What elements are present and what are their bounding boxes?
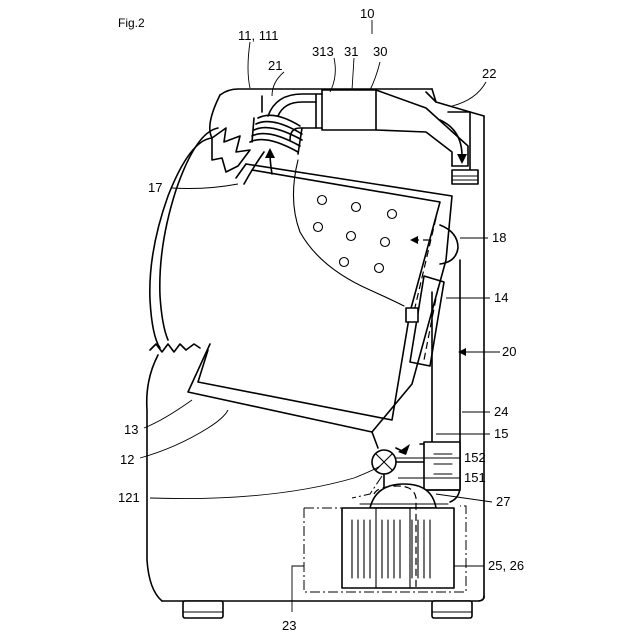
- reference-labels: 10 11, 111 313 31 30 21 22 17 18 14 20 2…: [118, 6, 524, 633]
- label-22: 22: [482, 66, 496, 81]
- right-foot: [432, 601, 472, 618]
- label-25-26: 25, 26: [488, 558, 524, 573]
- label-13: 13: [124, 422, 138, 437]
- label-11-111: 11, 111: [238, 28, 278, 43]
- door: [150, 128, 250, 352]
- left-foot: [183, 601, 223, 618]
- label-20: 20: [502, 344, 516, 359]
- filter-frame: [406, 276, 444, 366]
- label-313: 313: [312, 44, 334, 59]
- label-10: 10: [360, 6, 374, 21]
- label-152: 152: [464, 450, 486, 465]
- label-30: 30: [373, 44, 387, 59]
- drum-perforations: [314, 196, 397, 273]
- label-12: 12: [120, 452, 134, 467]
- fan-unit: [316, 90, 470, 166]
- label-21: 21: [268, 58, 282, 73]
- figure-label: Fig.2: [118, 16, 145, 30]
- label-121: 121: [118, 490, 140, 505]
- heat-exchanger-coil: [250, 115, 302, 154]
- label-24: 24: [494, 404, 508, 419]
- label-151: 151: [464, 470, 486, 485]
- label-15: 15: [494, 426, 508, 441]
- label-23: 23: [282, 618, 296, 633]
- label-31: 31: [344, 44, 358, 59]
- label-27: 27: [496, 494, 510, 509]
- airflow-arrow-17: [244, 152, 264, 184]
- label-14: 14: [494, 290, 508, 305]
- label-17: 17: [148, 180, 162, 195]
- label-18: 18: [492, 230, 506, 245]
- heat-exchanger-152: [424, 442, 460, 490]
- fan-motor-31: [322, 90, 376, 130]
- duct-22: [452, 170, 478, 184]
